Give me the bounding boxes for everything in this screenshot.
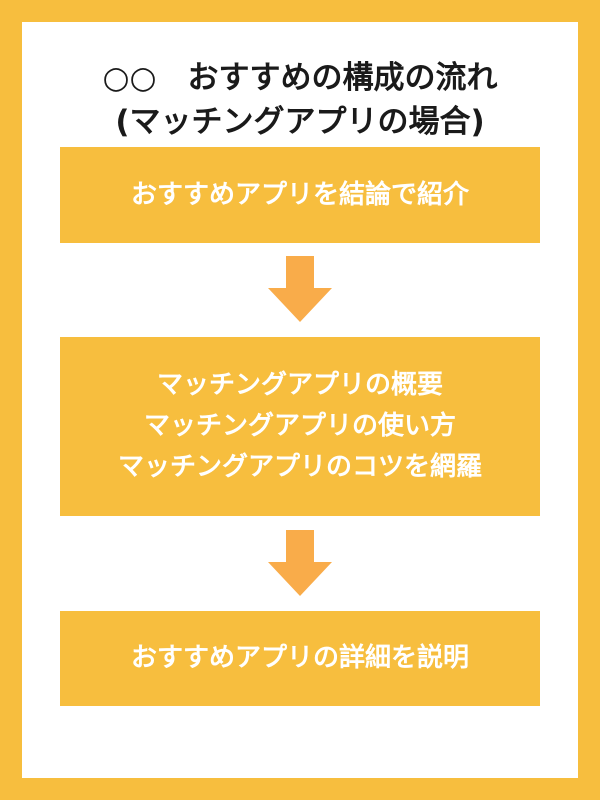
arrow-down-icon (268, 530, 332, 596)
step-box-1: おすすめアプリを結論で紹介 (60, 147, 540, 243)
step-text: マッチングアプリのコツを網羅 (117, 452, 482, 482)
step-text: マッチングアプリの概要 (156, 370, 443, 400)
step-box-3: おすすめアプリの詳細を説明 (60, 611, 540, 706)
title-line: (マッチングアプリの場合) (115, 104, 485, 140)
arrow-down-icon (268, 256, 332, 322)
content-card: ○○ おすすめの構成の流れ (マッチングアプリの場合) おすすめアプリを結論で紹… (22, 22, 578, 778)
title-line: ○○ おすすめの構成の流れ (102, 60, 498, 96)
diagram-title: ○○ おすすめの構成の流れ (マッチングアプリの場合) (22, 56, 578, 144)
step-text: マッチングアプリの使い方 (143, 411, 456, 441)
step-text: おすすめアプリを結論で紹介 (130, 179, 469, 210)
step-text: おすすめアプリの詳細を説明 (130, 643, 469, 673)
step-box-2: マッチングアプリの概要 マッチングアプリの使い方 マッチングアプリのコツを網羅 (60, 337, 540, 516)
